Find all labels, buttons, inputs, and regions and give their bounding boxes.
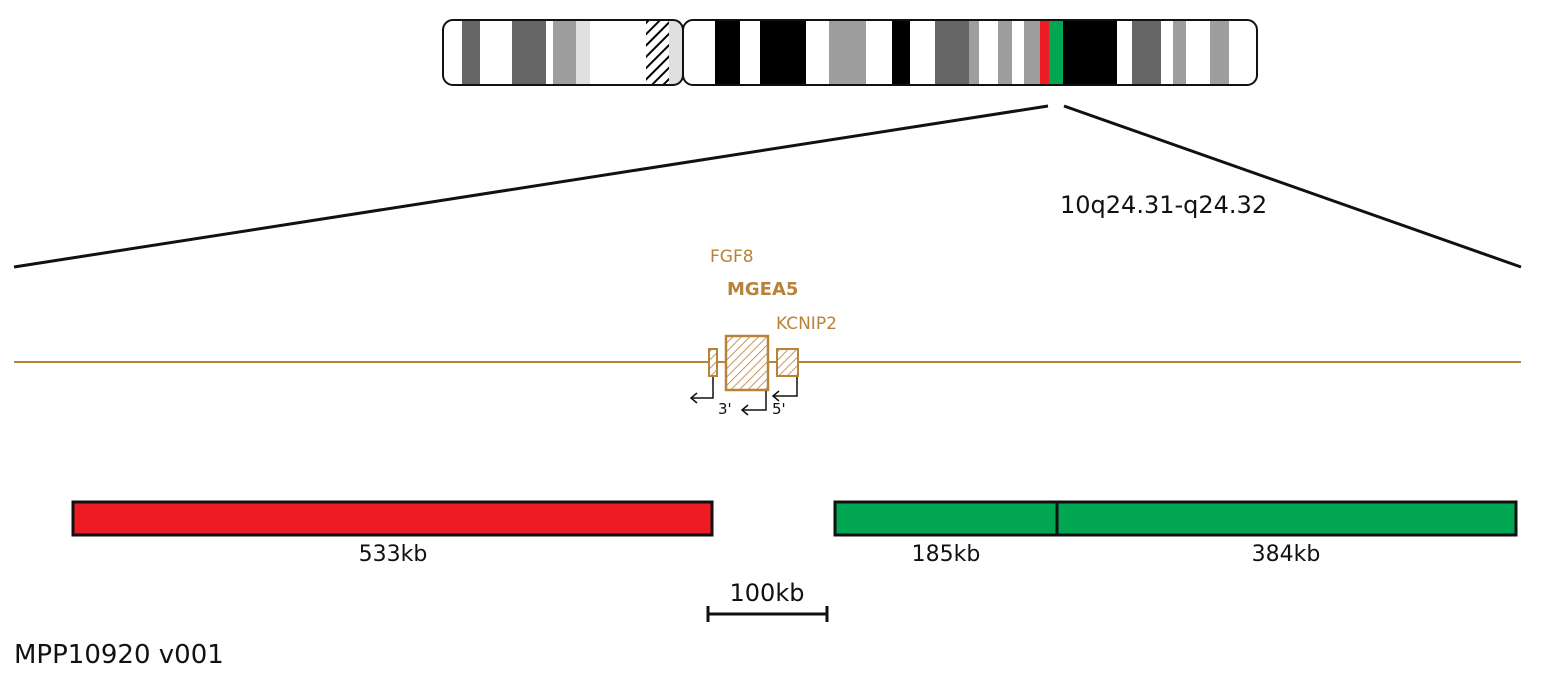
scale-bar-label: 100kb xyxy=(730,579,805,607)
ideogram-band xyxy=(512,20,546,85)
strand-arrow-mgea5 xyxy=(740,391,767,416)
gene-label-kcnip2: KCNIP2 xyxy=(776,314,837,334)
strand-arrow-kcnip2 xyxy=(771,377,798,402)
ideogram-band xyxy=(979,20,998,85)
ideogram-band-green-probe xyxy=(1049,20,1063,85)
ideogram-band xyxy=(1117,20,1132,85)
ideogram-band xyxy=(590,20,621,85)
ideogram-band xyxy=(553,20,576,85)
probe-id: MPP10920 v001 xyxy=(14,640,224,670)
ideogram-centromere xyxy=(646,20,669,85)
gene-box-fgf8 xyxy=(708,348,718,377)
ideogram-band xyxy=(1063,20,1081,85)
ideogram-band xyxy=(576,20,590,85)
ideogram-band xyxy=(455,20,462,85)
ideogram-band xyxy=(1161,20,1173,85)
region-label: 10q24.31-q24.32 xyxy=(1060,191,1267,219)
three-prime-label: 3' xyxy=(718,400,732,418)
gene-label-fgf8: FGF8 xyxy=(710,247,754,267)
gene-box-mgea5 xyxy=(724,334,770,392)
ideogram-band xyxy=(480,20,512,85)
ideogram-band xyxy=(546,20,553,85)
probe-bar-green-1 xyxy=(833,500,1059,537)
probe-bar-green-2 xyxy=(1055,500,1518,537)
ideogram-band xyxy=(910,20,935,85)
ideogram-band xyxy=(695,20,715,85)
ideogram-band xyxy=(1173,20,1186,85)
ideogram-band xyxy=(1012,20,1024,85)
ideogram-band xyxy=(829,20,866,85)
ideogram-band-red-probe xyxy=(1040,20,1049,85)
probe-bar-red xyxy=(71,500,714,537)
ideogram-band xyxy=(892,20,910,85)
ideogram-band xyxy=(1229,20,1257,85)
scale-bar xyxy=(706,606,829,622)
ideogram-band xyxy=(715,20,740,85)
ideogram-band xyxy=(621,20,646,85)
probe-size-green-2: 384kb xyxy=(1252,542,1321,567)
probe-size-green-1: 185kb xyxy=(912,542,981,567)
zoom-line-left xyxy=(13,104,1049,269)
ideogram-band xyxy=(669,20,683,85)
zoom-line-right xyxy=(1063,104,1522,269)
gene-box-kcnip2 xyxy=(776,348,799,377)
ideogram-band xyxy=(740,20,760,85)
ideogram-band xyxy=(1132,20,1161,85)
strand-arrow-fgf8 xyxy=(689,377,714,404)
ideogram-band xyxy=(443,20,455,85)
probe-size-red: 533kb xyxy=(359,542,428,567)
five-prime-label: 5' xyxy=(772,400,786,418)
chromosome-ideogram xyxy=(442,19,1258,86)
ideogram-band xyxy=(1024,20,1040,85)
ideogram-band xyxy=(969,20,979,85)
ideogram-band xyxy=(1210,20,1229,85)
ideogram-q-arm-outline xyxy=(682,19,1258,86)
ideogram-band xyxy=(462,20,480,85)
ideogram-band xyxy=(998,20,1012,85)
ideogram-band xyxy=(1186,20,1210,85)
gene-label-mgea5: MGEA5 xyxy=(727,279,798,300)
ideogram-band xyxy=(866,20,892,85)
ideogram-band xyxy=(1081,20,1117,85)
ideogram-band xyxy=(806,20,829,85)
ideogram-band xyxy=(760,20,806,85)
ideogram-band xyxy=(935,20,969,85)
